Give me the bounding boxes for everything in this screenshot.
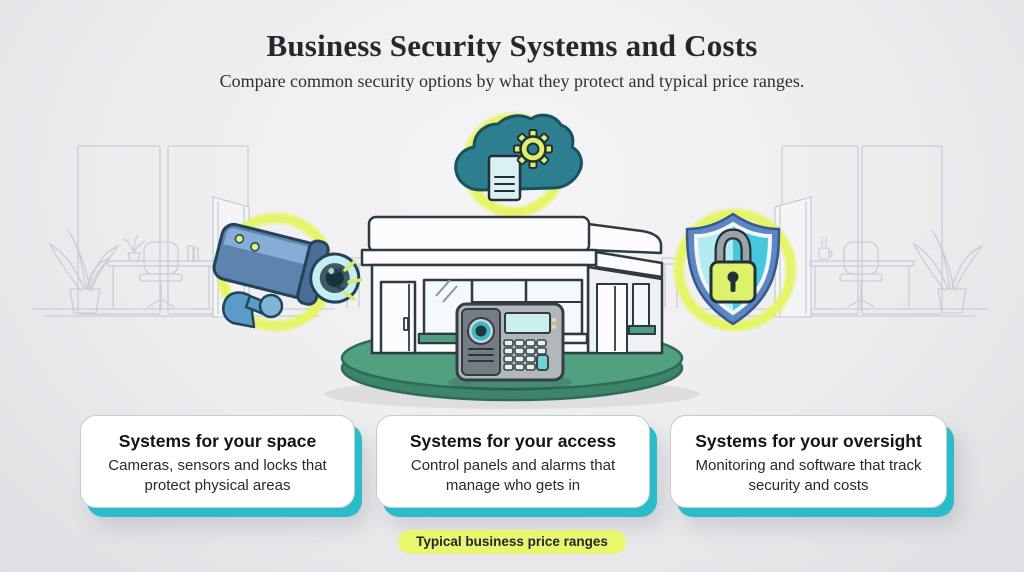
page-subtitle: Compare common security options by what … xyxy=(219,71,805,91)
card-systems-access: Systems for your access Control panels a… xyxy=(376,415,650,508)
page-title: Business Security Systems and Costs xyxy=(266,28,758,63)
card-description: Control panels and alarms that manage wh… xyxy=(410,457,616,494)
shield-lock-icon xyxy=(685,212,781,326)
price-ranges-badge-label: Typical business price ranges xyxy=(416,534,608,549)
cloud-settings-icon xyxy=(454,113,583,202)
padlock-icon xyxy=(709,228,757,304)
card-title: Systems for your access xyxy=(409,431,617,451)
header: Business Security Systems and Costs Comp… xyxy=(0,28,1024,92)
price-ranges-badge: Typical business price ranges xyxy=(398,530,626,554)
gear-icon xyxy=(513,129,553,169)
card-title: Systems for your space xyxy=(118,431,317,451)
card-description: Cameras, sensors and locks that protect … xyxy=(108,457,327,494)
security-camera-icon xyxy=(212,222,363,329)
card-title: Systems for your oversight xyxy=(695,431,922,451)
card-systems-oversight: Systems for your oversight Monitoring an… xyxy=(670,415,947,508)
card-description: Monitoring and software that track secur… xyxy=(695,457,922,494)
control-panel xyxy=(448,302,572,391)
card-systems-space: Systems for your space Cameras, sensors … xyxy=(80,415,355,508)
